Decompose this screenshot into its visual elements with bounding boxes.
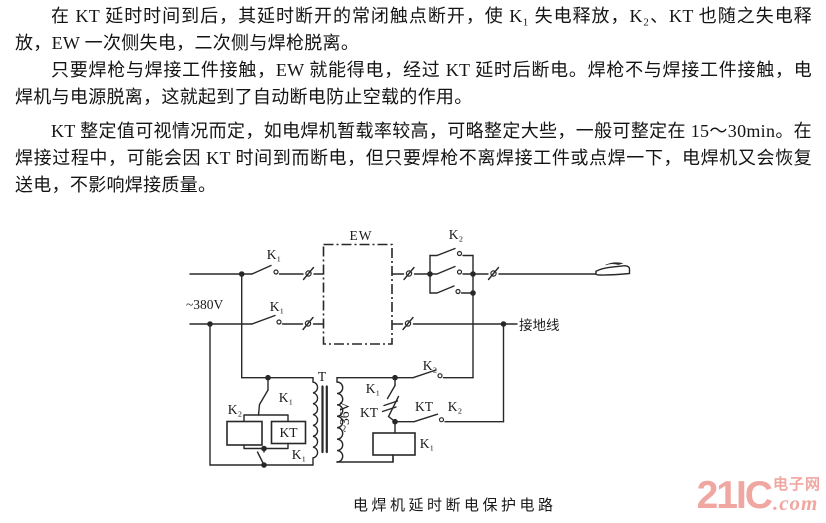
site-watermark: 21IC 电子网 .com [696, 474, 821, 517]
label-k1-l1: K₁ [267, 247, 281, 262]
k1-holding-contact [257, 389, 269, 416]
article-text: 在 KT 延时时间到后，其延时断开的常闭触点断开，使 K₁ 失电释放，K₂、KT… [15, 3, 812, 199]
secondary-circuit [336, 369, 505, 463]
label-kt-coil: KT [280, 425, 299, 440]
label-ew: EW [350, 228, 373, 243]
label-k2-upper: K₂ [423, 358, 437, 373]
label-k1-secondary: K₁ [366, 381, 380, 396]
core [321, 385, 328, 454]
primary-winding [312, 377, 319, 466]
paragraph-1: 在 KT 延时时间到后，其延时断开的常闭触点断开，使 K₁ 失电释放，K₂、KT… [15, 6, 812, 53]
k2-contact-upper [412, 369, 437, 379]
kt-delay-contact [381, 395, 400, 423]
k2-contact-block [427, 247, 476, 296]
mains-line-1 [189, 264, 431, 281]
label-supply-voltage: ~380V [186, 297, 224, 312]
welder-enclosure-box [322, 243, 393, 345]
label-k1-holding: K₁ [279, 390, 293, 405]
label-kt-contact: KT [415, 399, 434, 414]
k1-coil-box [372, 432, 416, 456]
connector-symbol [402, 316, 414, 331]
secondary-winding [336, 377, 344, 463]
label-secondary-voltage: ~36V [337, 401, 352, 432]
connector-symbol [487, 266, 500, 281]
torch-line [472, 266, 597, 281]
connector-symbol [403, 266, 415, 281]
k1-contact-blade-l2 [251, 314, 276, 325]
connector-symbol [302, 316, 314, 331]
label-transformer: T [318, 369, 327, 384]
figure-caption: 电焊机延时断电保护电路 [353, 498, 557, 514]
connector-symbol [302, 266, 315, 281]
paragraph-2: 只要焊枪与焊接工件接触，EW 就能得电，经过 KT 延时后断电。焊枪不与焊接工件… [15, 60, 812, 107]
label-k1-coil: K₁ [420, 436, 434, 451]
circuit-labels: ~380V K₁ K₁ EW K₂ 接地线 T ~36V KT KT K₁ K₂… [186, 227, 560, 462]
watermark-suffix: .com [772, 491, 819, 515]
k1-contact-secondary [386, 384, 396, 400]
watermark-site-name: 电子网 [772, 476, 821, 493]
k1-contact-blade-l1 [251, 264, 272, 275]
label-k2-block: K₂ [449, 227, 463, 242]
coil-branch [209, 374, 314, 468]
k2-coil-box [226, 420, 263, 446]
label-k2-coil: K₂ [228, 402, 242, 417]
mains-line-2 [189, 314, 518, 331]
label-k1-l2: K₁ [270, 299, 284, 314]
welding-torch [595, 262, 631, 276]
label-k1-lower: K₁ [292, 447, 306, 462]
paragraph-3: KT 整定值可视情况而定，如电焊机暂载率较高，可略整定大些，一般可整定在 15～… [15, 121, 812, 195]
label-kt-left: KT [360, 405, 379, 420]
label-k2-lower: K₂ [448, 399, 462, 414]
k2-contact-lower [413, 413, 439, 423]
watermark-brand: 21IC [696, 474, 773, 517]
label-ground-wire: 接地线 [519, 317, 560, 333]
transformer [312, 377, 394, 466]
